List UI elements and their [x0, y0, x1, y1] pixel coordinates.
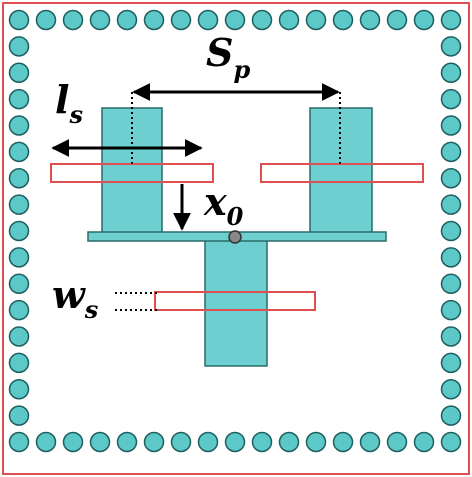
via-hole	[8, 115, 30, 136]
right-slot	[260, 163, 424, 183]
via-hole	[305, 9, 327, 31]
via-hole	[224, 9, 246, 31]
feed-point	[228, 230, 242, 244]
via-hole	[89, 431, 111, 453]
via-hole	[251, 431, 273, 453]
via-hole	[440, 247, 462, 268]
via-hole	[8, 352, 30, 374]
via-hole	[170, 9, 192, 31]
label-ws: ws	[52, 272, 99, 324]
via-hole	[440, 299, 462, 321]
via-hole	[8, 431, 30, 453]
via-hole	[8, 62, 30, 83]
via-hole	[116, 431, 138, 453]
via-hole	[413, 9, 435, 31]
label-x0: x0	[203, 179, 244, 231]
via-hole	[440, 326, 462, 347]
via-hole	[170, 431, 192, 453]
via-hole	[440, 194, 462, 215]
via-hole	[143, 9, 165, 31]
via-hole	[440, 115, 462, 136]
via-hole	[440, 141, 462, 163]
via-hole	[224, 431, 246, 453]
via-hole	[332, 431, 354, 453]
via-hole	[440, 431, 462, 453]
right-patch	[309, 107, 373, 235]
via-hole	[440, 352, 462, 374]
via-hole	[359, 431, 381, 453]
via-hole	[116, 9, 138, 31]
via-hole	[305, 431, 327, 453]
via-hole	[440, 36, 462, 57]
left-patch	[101, 107, 163, 235]
via-hole	[440, 379, 462, 400]
label-ls: ls	[55, 77, 83, 129]
via-hole	[8, 299, 30, 321]
via-hole	[440, 405, 462, 426]
via-hole	[386, 431, 408, 453]
via-hole	[8, 194, 30, 215]
via-hole	[35, 9, 57, 31]
via-hole	[8, 141, 30, 163]
via-hole	[440, 220, 462, 242]
via-hole	[251, 9, 273, 31]
via-hole	[197, 9, 219, 31]
via-hole	[440, 168, 462, 189]
via-hole	[440, 88, 462, 110]
via-hole	[8, 36, 30, 57]
via-hole	[8, 220, 30, 242]
via-hole	[278, 9, 300, 31]
via-hole	[386, 9, 408, 31]
via-hole	[8, 9, 30, 31]
via-hole	[8, 326, 30, 347]
via-fence	[8, 9, 462, 453]
via-hole	[440, 62, 462, 83]
via-hole	[8, 88, 30, 110]
via-hole	[62, 431, 84, 453]
via-hole	[62, 9, 84, 31]
via-hole	[278, 431, 300, 453]
via-hole	[89, 9, 111, 31]
via-hole	[8, 405, 30, 426]
via-hole	[440, 273, 462, 294]
feed-line	[204, 237, 268, 367]
via-hole	[8, 247, 30, 268]
via-hole	[359, 9, 381, 31]
via-hole	[143, 431, 165, 453]
via-hole	[413, 431, 435, 453]
via-hole	[35, 431, 57, 453]
via-hole	[8, 379, 30, 400]
via-hole	[197, 431, 219, 453]
via-hole	[8, 168, 30, 189]
bottom-slot	[154, 291, 316, 311]
via-hole	[440, 9, 462, 31]
label-sp: Sp	[206, 30, 250, 84]
via-hole	[332, 9, 354, 31]
via-hole	[8, 273, 30, 294]
